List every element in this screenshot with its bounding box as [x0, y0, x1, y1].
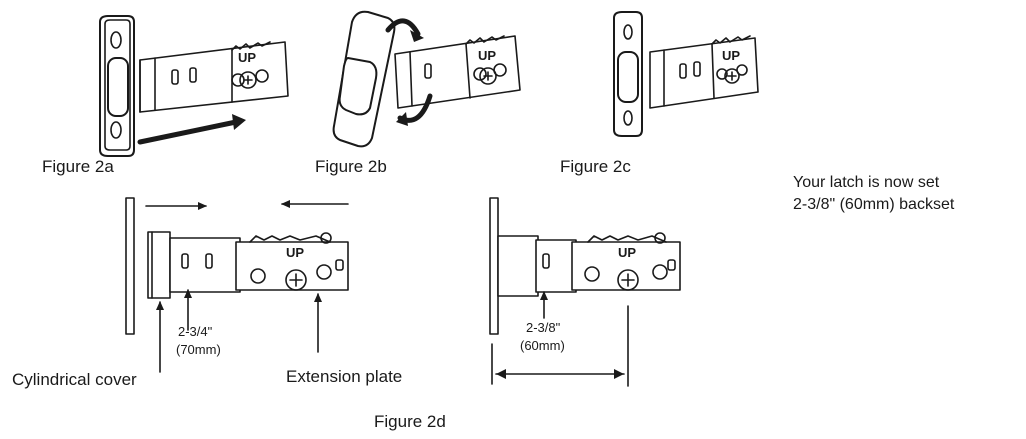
figure-2d-caption: Figure 2d [374, 412, 446, 431]
up-marking-2d-left: UP [286, 245, 305, 260]
up-marking-2c: UP [722, 48, 741, 63]
cylindrical-cover-callout: Cylindrical cover [12, 370, 137, 389]
figure-2a-caption: Figure 2a [42, 157, 114, 176]
up-marking-2d-right: UP [618, 245, 637, 260]
figure-2b-drawing [332, 10, 521, 148]
up-marking-2b: UP [478, 48, 497, 63]
dimension-label-60mm-inch: 2-3/8" [526, 320, 561, 335]
dimension-label-70mm-metric: (70mm) [176, 342, 221, 357]
backset-note-line1: Your latch is now set [793, 174, 940, 191]
figure-2d-right-drawing [489, 197, 681, 387]
dimension-label-60mm-metric: (60mm) [520, 338, 565, 353]
backset-note-line2: 2-3/8" (60mm) backset [793, 196, 955, 213]
dimension-label-70mm-inch: 2-3/4" [178, 324, 213, 339]
up-marking-2a: UP [238, 50, 257, 65]
figure-2d-left-drawing [125, 197, 349, 373]
extension-plate-callout: Extension plate [286, 367, 403, 386]
figure-2a-drawing [99, 15, 289, 157]
figure-2b-caption: Figure 2b [315, 157, 387, 176]
figure-2c-drawing [613, 11, 759, 137]
figure-2c-caption: Figure 2c [560, 157, 631, 176]
